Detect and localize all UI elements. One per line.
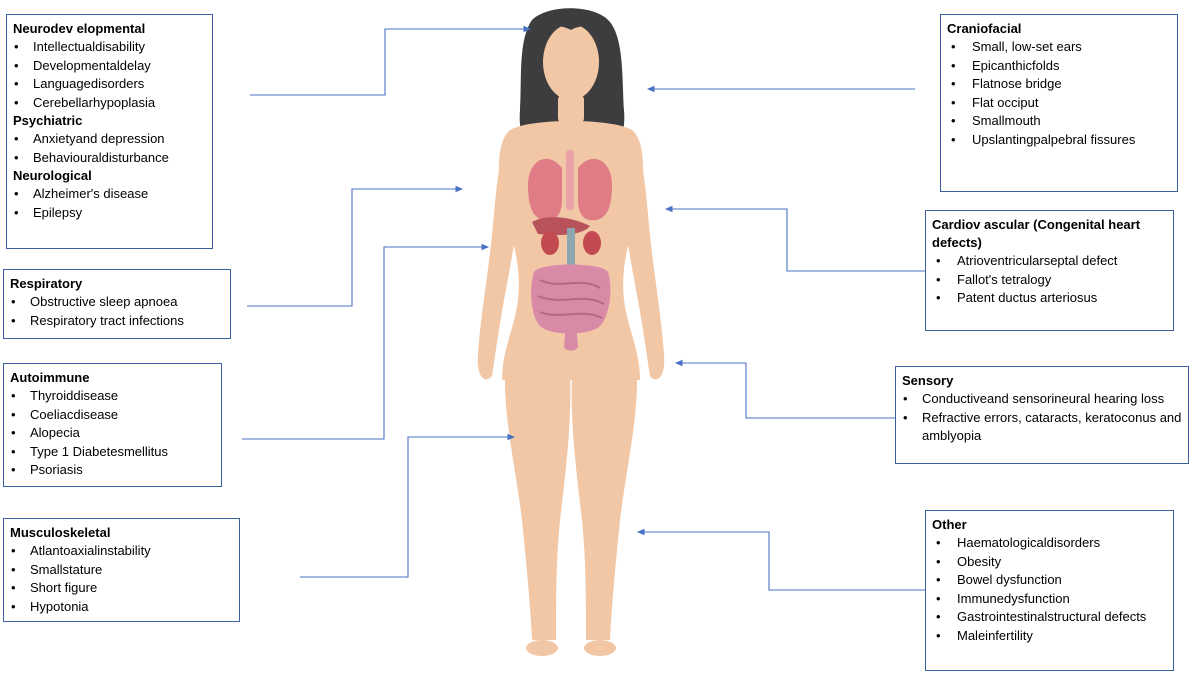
item-list: Atlantoaxialinstability Smallstature Sho…: [10, 542, 233, 616]
item-list: Conductiveand sensorineural hearing loss…: [902, 390, 1182, 446]
list-item: Fallot's tetralogy: [932, 271, 1167, 290]
box-heading: Other: [932, 516, 1167, 534]
list-item: Gastrointestinalstructural defects: [932, 608, 1167, 627]
box-heading: Respiratory: [10, 275, 224, 293]
box-heading: Musculoskeletal: [10, 524, 233, 542]
right-lung: [578, 159, 612, 220]
list-item: Anxietyand depression: [13, 130, 206, 149]
craniofacial-box: Craniofacial Small, low-set ears Epicant…: [940, 14, 1178, 192]
item-list: Haematologicaldisorders Obesity Bowel dy…: [932, 534, 1167, 645]
arrow-neuro: [250, 29, 530, 95]
list-item: Developmentaldelay: [13, 57, 206, 76]
right-kidney: [583, 231, 601, 255]
arrow-musculoskeletal: [300, 437, 514, 577]
list-item: Short figure: [10, 579, 233, 598]
list-item: Respiratory tract infections: [10, 312, 224, 331]
list-item: Small, low-set ears: [947, 38, 1171, 57]
list-item: Bowel dysfunction: [932, 571, 1167, 590]
list-item: Epilepsy: [13, 204, 206, 223]
list-item: Psoriasis: [10, 461, 215, 480]
list-item: Coeliacdisease: [10, 406, 215, 425]
sensory-box: Sensory Conductiveand sensorineural hear…: [895, 366, 1189, 464]
item-list: Thyroiddisease Coeliacdisease Alopecia T…: [10, 387, 215, 480]
neurodevelopmental-box: Neurodev elopmental Intellectualdisabili…: [6, 14, 213, 249]
list-item: Patent ductus arteriosus: [932, 289, 1167, 308]
section-heading: Neurological: [13, 167, 206, 185]
section-heading: Neurodev elopmental: [13, 20, 206, 38]
list-item: Flatnose bridge: [947, 75, 1171, 94]
bladder: [564, 326, 578, 351]
list-item: Obesity: [932, 553, 1167, 572]
autoimmune-box: Autoimmune Thyroiddisease Coeliacdisease…: [3, 363, 222, 487]
cardiovascular-box: Cardiov ascular (Congenital heart defect…: [925, 210, 1174, 331]
list-item: Epicanthicfolds: [947, 57, 1171, 76]
musculoskeletal-box: Musculoskeletal Atlantoaxialinstability …: [3, 518, 240, 622]
list-item: Refractive errors, cataracts, keratoconu…: [902, 409, 1182, 446]
list-item: Hypotonia: [10, 598, 233, 617]
box-heading: Autoimmune: [10, 369, 215, 387]
list-item: Maleinfertility: [932, 627, 1167, 646]
list-item: Languagedisorders: [13, 75, 206, 94]
left-lung: [528, 159, 562, 220]
arrow-sensory: [676, 363, 895, 418]
item-list: Alzheimer's disease Epilepsy: [13, 185, 206, 222]
left-kidney: [541, 231, 559, 255]
list-item: Haematologicaldisorders: [932, 534, 1167, 553]
list-item: Behaviouraldisturbance: [13, 149, 206, 168]
list-item: Alopecia: [10, 424, 215, 443]
item-list: Intellectualdisability Developmentaldela…: [13, 38, 206, 112]
list-item: Type 1 Diabetesmellitus: [10, 443, 215, 462]
list-item: Cerebellarhypoplasia: [13, 94, 206, 113]
item-list: Small, low-set ears Epicanthicfolds Flat…: [947, 38, 1171, 149]
item-list: Anxietyand depression Behaviouraldisturb…: [13, 130, 206, 167]
list-item: Alzheimer's disease: [13, 185, 206, 204]
section-heading: Psychiatric: [13, 112, 206, 130]
list-item: Intellectualdisability: [13, 38, 206, 57]
respiratory-box: Respiratory Obstructive sleep apnoea Res…: [3, 269, 231, 339]
list-item: Conductiveand sensorineural hearing loss: [902, 390, 1182, 409]
box-heading: Sensory: [902, 372, 1182, 390]
item-list: Atrioventricularseptal defect Fallot's t…: [932, 252, 1167, 308]
list-item: Upslantingpalpebral fissures: [947, 131, 1171, 150]
list-item: Thyroiddisease: [10, 387, 215, 406]
box-heading: Craniofacial: [947, 20, 1171, 38]
item-list: Obstructive sleep apnoea Respiratory tra…: [10, 293, 224, 330]
arrow-other: [638, 532, 930, 590]
list-item: Immunedysfunction: [932, 590, 1167, 609]
arrow-autoimmune: [242, 247, 488, 439]
arrow-cardiovascular: [666, 209, 925, 271]
list-item: Flat occiput: [947, 94, 1171, 113]
list-item: Atrioventricularseptal defect: [932, 252, 1167, 271]
box-heading: Cardiov ascular (Congenital heart defect…: [932, 216, 1167, 252]
list-item: Smallstature: [10, 561, 233, 580]
list-item: Smallmouth: [947, 112, 1171, 131]
other-box: Other Haematologicaldisorders Obesity Bo…: [925, 510, 1174, 671]
list-item: Obstructive sleep apnoea: [10, 293, 224, 312]
list-item: Atlantoaxialinstability: [10, 542, 233, 561]
